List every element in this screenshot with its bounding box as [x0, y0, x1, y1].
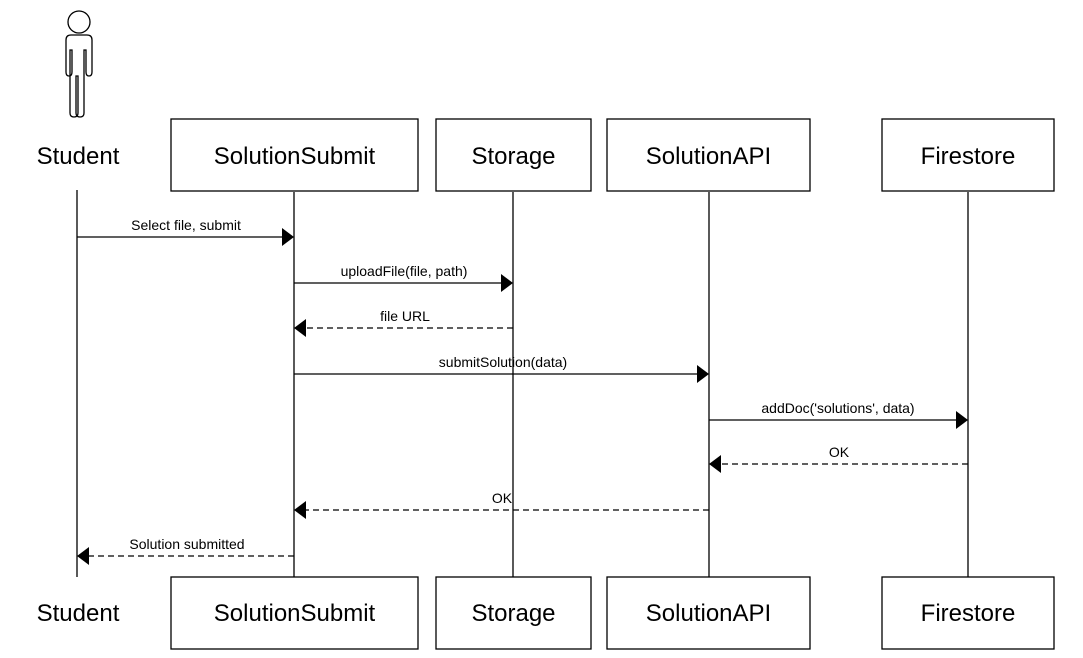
message-file-url: file URL [294, 308, 513, 337]
arrowhead [282, 228, 294, 246]
actor-label-student-bottom: Student [37, 600, 120, 627]
participants-top: Student SolutionSubmit Storage SolutionA… [37, 118, 1055, 192]
actor-label-student-top: Student [37, 143, 120, 170]
arrowhead [709, 455, 721, 473]
participant-box-solutionsubmit-top [170, 118, 419, 192]
message-add-doc: addDoc('solutions', data) [709, 400, 968, 429]
message-select-file-submit: Select file, submit [77, 217, 294, 246]
message-label: Select file, submit [131, 217, 241, 233]
message-label: OK [829, 444, 850, 460]
participant-label-storage-bottom: Storage [471, 600, 555, 627]
participant-label-storage-top: Storage [471, 143, 555, 170]
participant-label-solutionsubmit-bottom: SolutionSubmit [214, 600, 376, 627]
message-label: addDoc('solutions', data) [761, 400, 914, 416]
arrowhead [956, 411, 968, 429]
message-solution-submitted: Solution submitted [77, 536, 294, 565]
arrowhead [77, 547, 89, 565]
participant-box-storage-bottom [435, 576, 592, 650]
arrowhead [501, 274, 513, 292]
message-submit-solution: submitSolution(data) [294, 354, 709, 383]
participant-box-firestore-top [881, 118, 1055, 192]
participant-label-solutionapi-bottom: SolutionAPI [646, 600, 771, 627]
participant-label-solutionsubmit-top: SolutionSubmit [214, 143, 376, 170]
message-label: OK [492, 490, 513, 506]
message-label: uploadFile(file, path) [341, 263, 468, 279]
participants-bottom: Student SolutionSubmit Storage SolutionA… [37, 576, 1055, 650]
lifelines [76, 190, 969, 577]
participant-label-firestore-bottom: Firestore [921, 600, 1016, 627]
participant-box-firestore-bottom [881, 576, 1055, 650]
arrowhead [294, 501, 306, 519]
participant-label-firestore-top: Firestore [921, 143, 1016, 170]
message-ok-api: OK [294, 490, 709, 519]
participant-box-solutionapi-top [606, 118, 811, 192]
messages: Select file, submit uploadFile(file, pat… [77, 217, 968, 565]
message-ok-firestore: OK [709, 444, 968, 473]
arrowhead [697, 365, 709, 383]
message-label: Solution submitted [129, 536, 244, 552]
message-label: file URL [380, 308, 430, 324]
participant-label-solutionapi-top: SolutionAPI [646, 143, 771, 170]
arrowhead [294, 319, 306, 337]
participant-box-storage-top [435, 118, 592, 192]
message-upload-file: uploadFile(file, path) [294, 263, 513, 292]
participant-box-solutionapi-bottom [606, 576, 811, 650]
student-actor-icon [65, 10, 93, 118]
message-label: submitSolution(data) [439, 354, 567, 370]
participant-box-solutionsubmit-bottom [170, 576, 419, 650]
